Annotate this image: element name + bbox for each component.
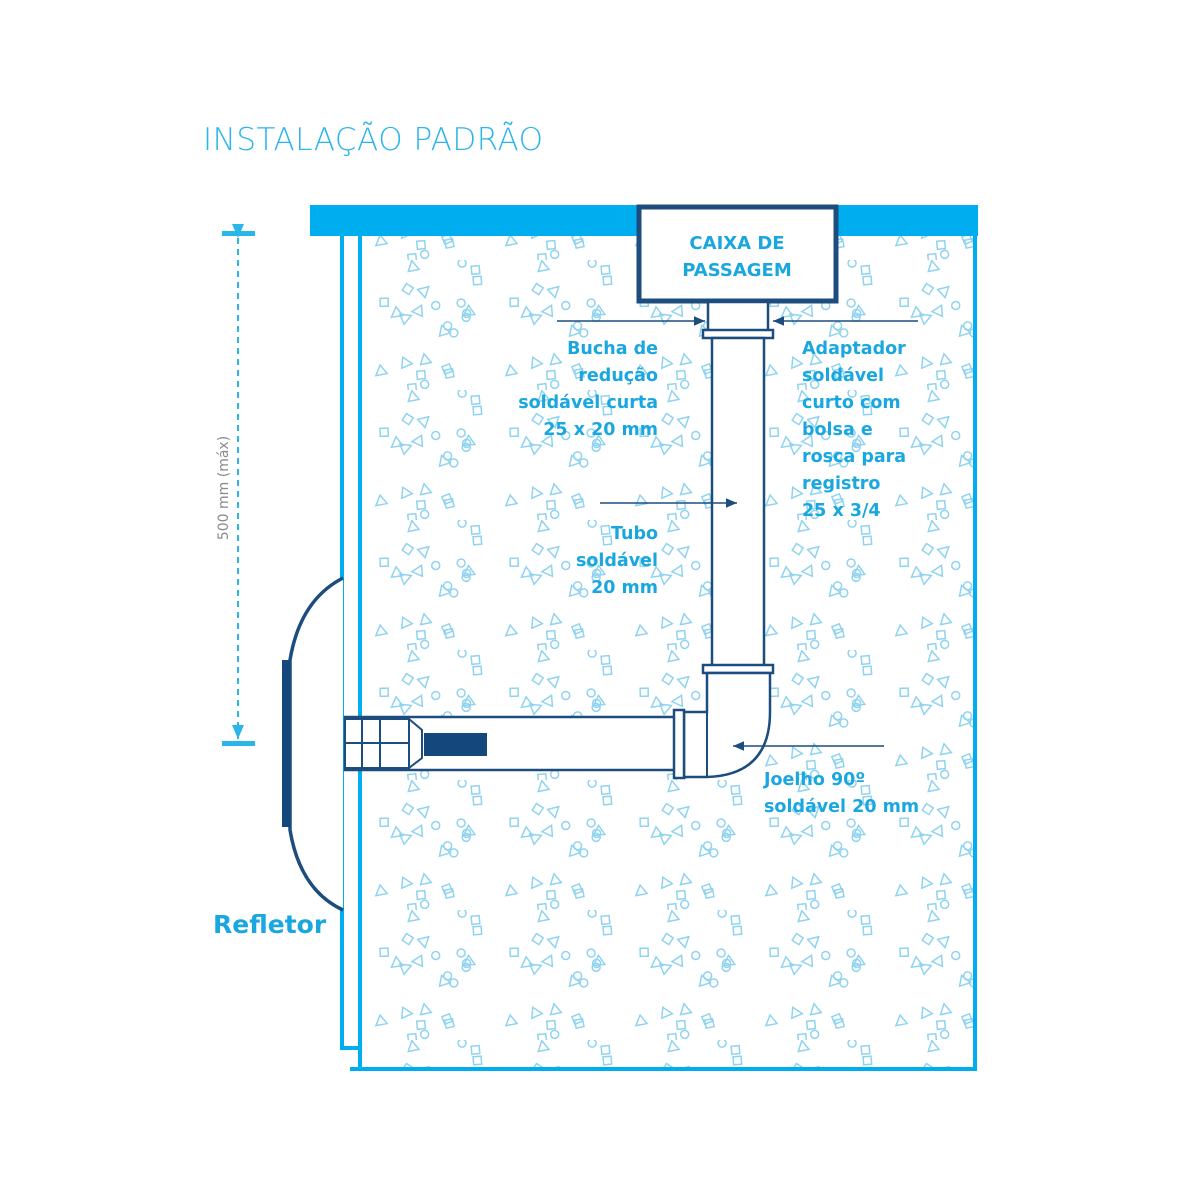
adaptador-line: Adaptador [802,339,906,359]
dimension-500mm: 500 mm (máx) [216,224,255,746]
bucha-line: 25 x 20 mm [543,420,658,440]
bucha-line: redução [578,366,658,386]
adaptador-line: curto com [802,393,901,413]
bucha-line: Bucha de [567,339,658,359]
elbow-90 [672,671,772,780]
adaptador-line: 25 x 3/4 [802,501,881,521]
joelho-line: soldável 20 mm [764,797,919,817]
caixa-label-1: CAIXA DE [689,233,784,254]
adaptador-line: rosca para [802,447,906,467]
adaptador-line: registro [802,474,880,494]
concrete-texture [362,236,975,1068]
bucha-label: Bucha de redução soldável curta 25 x 20 … [518,339,658,440]
horizontal-pipe [343,715,679,772]
caixa-de-passagem: CAIXA DE PASSAGEM [636,204,839,304]
tubo-line: 20 mm [591,578,658,598]
vertical-pipe [701,300,775,675]
refletor-label: Refletor [213,910,327,939]
bucha-line: soldável curta [518,393,658,413]
joelho-line: Joelho 90º [763,770,865,790]
dimension-label: 500 mm (máx) [216,436,232,540]
adaptador-line: soldável [802,366,884,386]
page-title: INSTALAÇÃO PADRÃO [203,121,544,158]
adaptador-line: bolsa e [802,420,873,440]
caixa-label-2: PASSAGEM [682,260,792,281]
tubo-label: Tubo soldável 20 mm [576,524,658,598]
joelho-label: Joelho 90º soldável 20 mm [763,770,919,817]
tubo-line: Tubo [611,524,658,544]
reflector [282,576,344,912]
tubo-line: soldável [576,551,658,571]
adaptador-label: Adaptador soldável curto com bolsa e ros… [802,339,906,521]
